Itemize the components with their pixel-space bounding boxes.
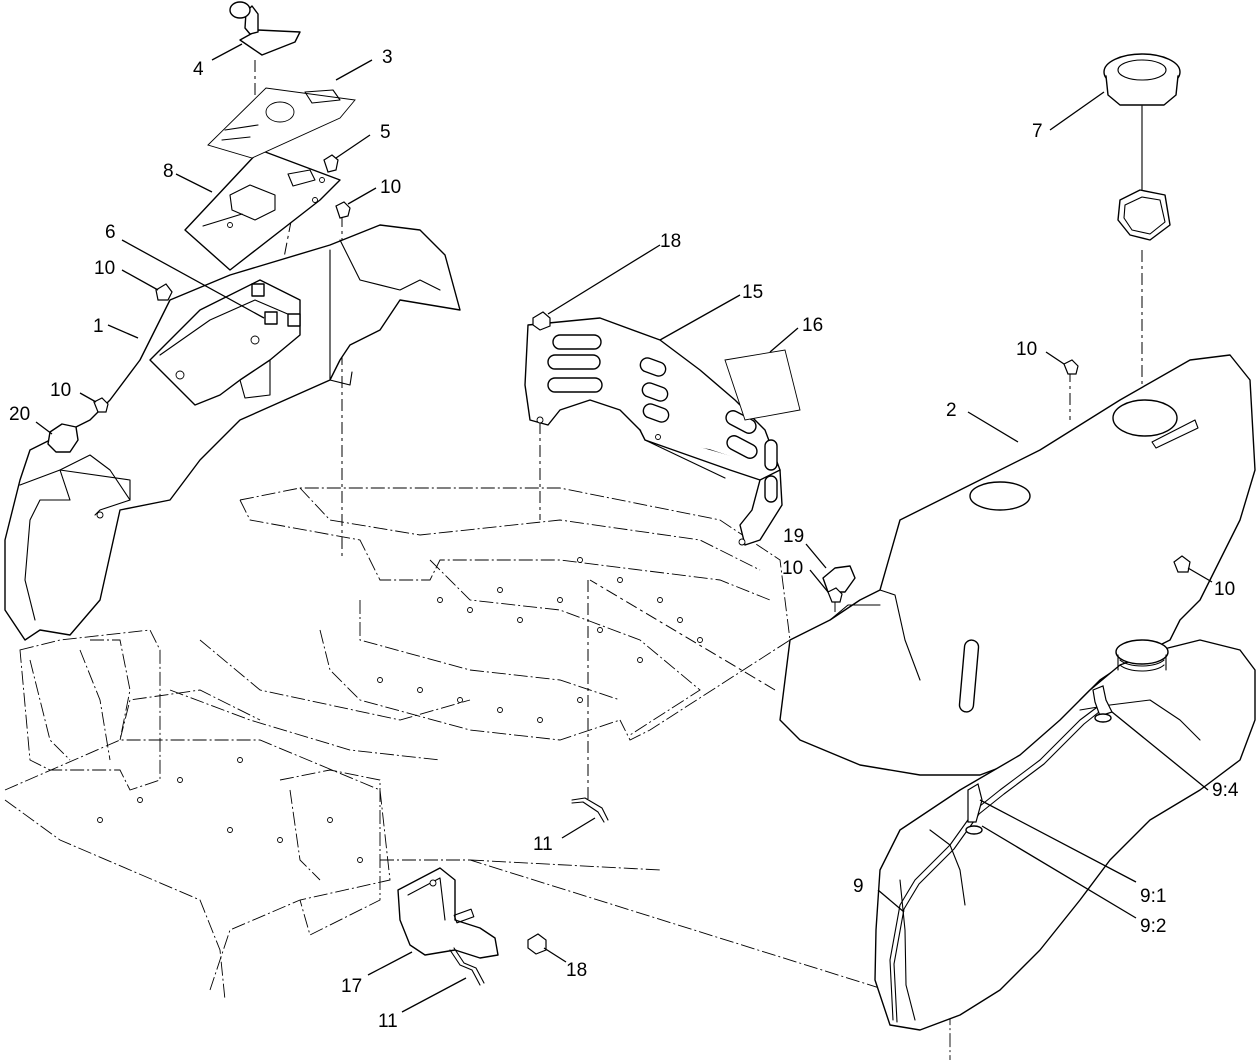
part-8-control-panel — [184, 149, 341, 271]
callout-9-2: 9:2 — [1140, 916, 1166, 937]
callout-20: 20 — [9, 404, 30, 425]
callout-10: 10 — [380, 177, 401, 198]
callout-1: 1 — [93, 316, 104, 337]
part-10-screw-e — [827, 587, 843, 603]
part-20-plug — [47, 423, 79, 453]
part-6-clips — [251, 283, 301, 327]
callout-6: 6 — [105, 222, 116, 243]
callout-9-4: 9:4 — [1212, 780, 1239, 801]
part-11-spring-upper — [571, 797, 609, 823]
callout-15: 15 — [742, 282, 763, 303]
part-5-screw — [323, 154, 339, 173]
leader-lines — [35, 43, 1213, 1013]
callout-10: 10 — [50, 380, 71, 401]
part-9-1-fitting — [965, 783, 983, 835]
callout-labels: 4 3 5 8 10 6 10 1 10 20 18 15 16 7 10 2 … — [9, 47, 1239, 1032]
part-18-bolt-lower — [527, 933, 547, 955]
part-3-decal — [207, 87, 356, 159]
frame-holes — [97, 557, 703, 863]
part-16-decal — [724, 349, 801, 421]
part-18-bolt-upper — [532, 311, 551, 331]
callout-18: 18 — [660, 231, 681, 252]
callout-4: 4 — [193, 59, 204, 80]
callout-7: 7 — [1032, 121, 1043, 142]
part-10-screw-a — [335, 201, 351, 219]
part-9-4-fitting — [1092, 685, 1113, 723]
part-4-lever — [229, 1, 301, 56]
callout-18: 18 — [566, 960, 587, 981]
callout-9: 9 — [853, 876, 864, 897]
part-17-bracket — [397, 867, 499, 959]
part-10-screw-f — [1173, 555, 1191, 573]
frame-phantom — [4, 487, 951, 1060]
callout-9-1: 9:1 — [1140, 886, 1166, 907]
part-11-spring-lower — [449, 947, 485, 986]
part-1-left-fender — [4, 224, 461, 641]
callout-10: 10 — [94, 258, 115, 279]
part-15-bracket — [524, 317, 783, 546]
callout-5: 5 — [380, 122, 391, 143]
callout-10: 10 — [1016, 339, 1037, 360]
part-2-right-fender — [779, 354, 1256, 776]
callout-11: 11 — [533, 834, 553, 855]
callout-10: 10 — [1214, 579, 1235, 600]
callout-2: 2 — [946, 400, 957, 421]
callout-8: 8 — [163, 161, 174, 182]
callout-10: 10 — [782, 558, 803, 579]
callout-19: 19 — [783, 526, 804, 547]
part-10-screw-b — [155, 283, 173, 301]
fasteners — [93, 154, 1191, 955]
part-10-screw-c — [93, 397, 109, 413]
callout-3: 3 — [382, 47, 393, 68]
callout-16: 16 — [802, 315, 823, 336]
part-7-fuel-cap — [1103, 53, 1181, 241]
part-10-screw-d — [1063, 359, 1079, 375]
callout-11: 11 — [378, 1011, 398, 1032]
part-19-plug — [822, 565, 856, 593]
callout-17: 17 — [341, 976, 362, 997]
